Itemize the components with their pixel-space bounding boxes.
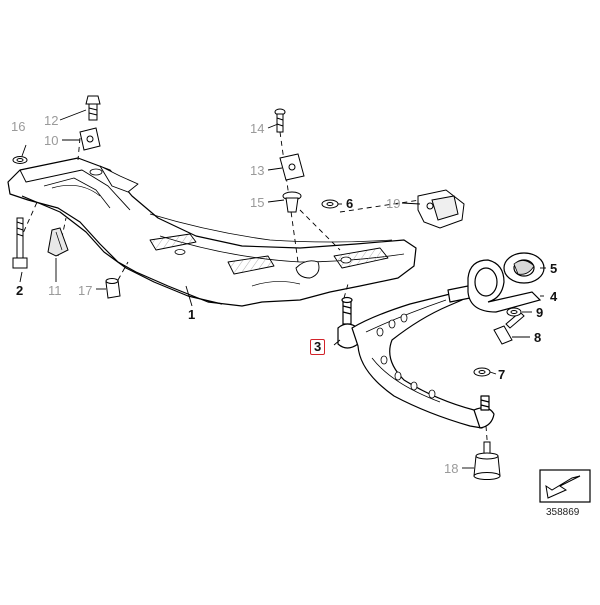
nut-9 (506, 307, 522, 317)
part-label-16[interactable]: 16 (11, 119, 26, 134)
subframe-crossmember (7, 157, 417, 307)
part-label-10[interactable]: 10 (44, 133, 59, 148)
part-label-11[interactable]: 11 (48, 283, 62, 298)
part-label-17[interactable]: 17 (78, 283, 93, 298)
arrow-down-left-icon (539, 469, 591, 503)
bolt-8 (493, 311, 525, 345)
part-label-14[interactable]: 14 (250, 121, 265, 136)
bracket-10 (79, 127, 101, 151)
bushing-bracket-4 (467, 259, 542, 313)
ball-joint-18 (473, 441, 501, 480)
part-label-1[interactable]: 1 (188, 307, 196, 322)
nut-16 (12, 156, 28, 164)
nut-7 (473, 367, 491, 377)
part-label-12[interactable]: 12 (44, 113, 59, 128)
sleeve-17 (105, 278, 121, 299)
document-number: 358869 (546, 507, 580, 518)
rubber-stop-11 (47, 227, 69, 257)
part-label-9[interactable]: 9 (536, 305, 544, 320)
part-label-8[interactable]: 8 (534, 330, 542, 345)
mount-bracket-19 (417, 189, 465, 229)
part-label-4[interactable]: 4 (550, 289, 558, 304)
control-arm (337, 285, 495, 429)
part-label-6[interactable]: 6 (346, 196, 354, 211)
part-label-18[interactable]: 18 (444, 461, 459, 476)
part-label-13[interactable]: 13 (250, 163, 265, 178)
bushing-5 (503, 252, 545, 284)
part-label-19[interactable]: 19 (386, 196, 401, 211)
part-label-15[interactable]: 15 (250, 195, 265, 210)
clip-13 (279, 153, 305, 181)
part-label-5[interactable]: 5 (550, 261, 558, 276)
leader-lines (19, 109, 546, 469)
part-label-2[interactable]: 2 (16, 283, 24, 298)
bolt-12 (85, 95, 101, 121)
screw-14 (274, 108, 286, 133)
rivet-15 (282, 191, 302, 213)
part-label-7[interactable]: 7 (498, 367, 506, 382)
part-label-3-highlighted[interactable]: 3 (310, 339, 326, 355)
nut-6 (321, 199, 339, 209)
bolt-2 (12, 217, 28, 269)
